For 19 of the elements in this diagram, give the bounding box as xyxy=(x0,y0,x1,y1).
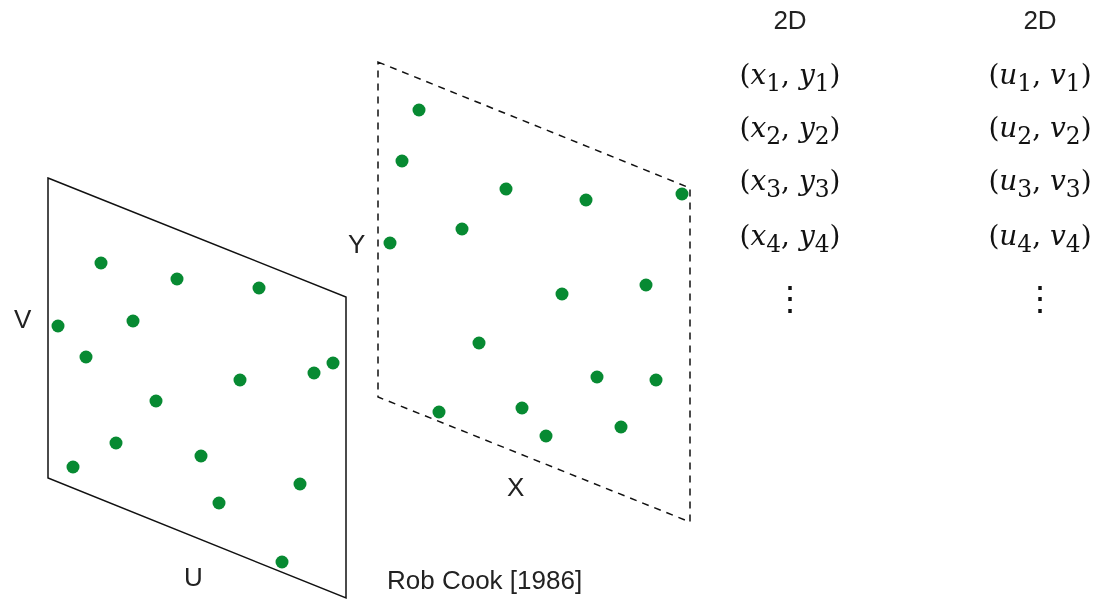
ellipsis-mark: ⋮ xyxy=(773,278,807,318)
ellipsis-mark: ⋮ xyxy=(1023,278,1057,318)
coordinate-pair: (x$_{2}$, y$_{2}$) xyxy=(739,111,841,150)
coordinate-pair: (x$_{4}$, y$_{4}$) xyxy=(739,219,841,258)
coordinate-pair: (u$_{4}$, v$_{4}$) xyxy=(988,219,1092,258)
column-header: 2D xyxy=(1023,5,1057,36)
coordinate-pair: (u$_{1}$, v$_{1}$) xyxy=(988,58,1092,97)
sampling-plane xyxy=(46,176,348,600)
coordinate-pair: (u$_{3}$, v$_{3}$) xyxy=(988,164,1092,203)
coordinate-pair: (x$_{3}$, y$_{3}$) xyxy=(739,164,841,203)
axis-label: V xyxy=(14,304,32,335)
axis-label: U xyxy=(184,562,203,593)
column-header: 2D xyxy=(773,5,807,36)
coordinate-pair: (x$_{1}$, y$_{1}$) xyxy=(739,58,841,97)
coordinate-pair: (u$_{2}$, v$_{2}$) xyxy=(988,111,1092,150)
citation-text: Rob Cook [1986] xyxy=(387,565,583,596)
axis-label: X xyxy=(507,472,525,503)
axis-label: Y xyxy=(348,229,366,260)
sampling-plane xyxy=(376,60,692,524)
